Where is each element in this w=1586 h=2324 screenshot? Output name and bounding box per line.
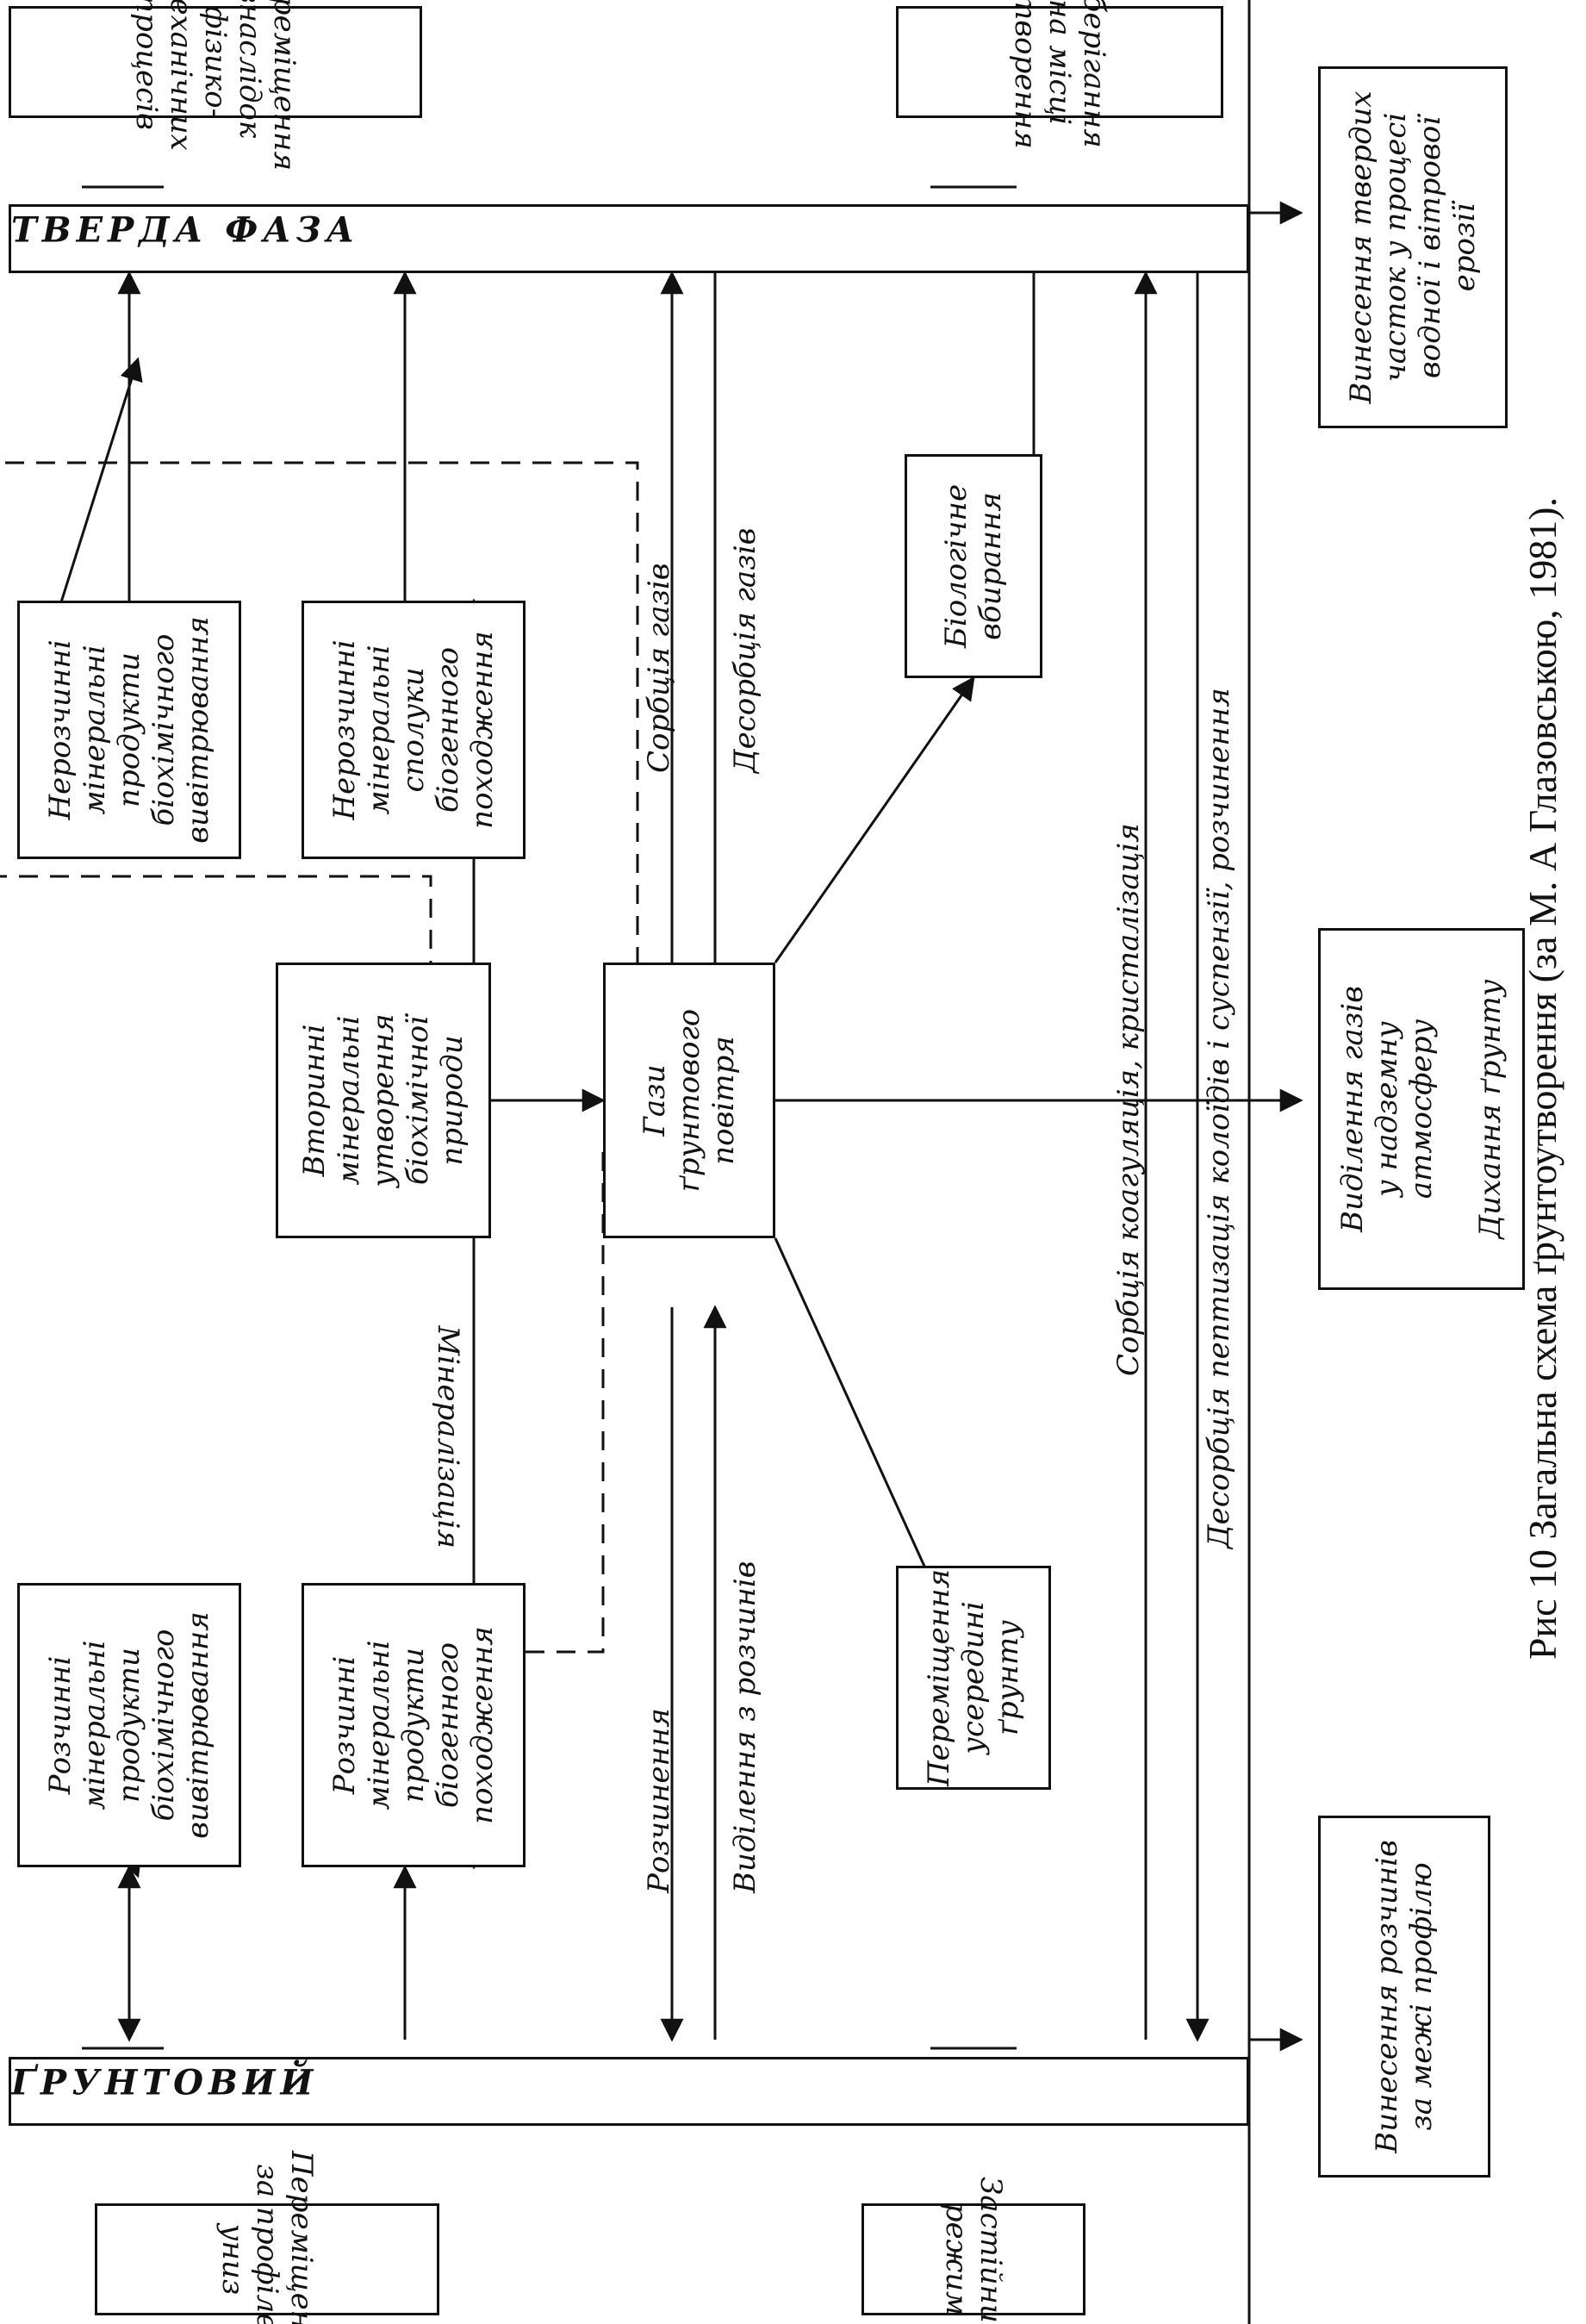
box-insoluble-weathering: Нерозчинні мінеральні продукти біохімічн… [17,601,241,859]
label-mineralization: Мінералізація [431,1325,465,1548]
label-desorption-pept: Десорбція пептизація колоїдів і суспензі… [1202,688,1236,1548]
arrow-gases-bio [774,676,975,963]
box-hydro-regime: Застійний режим [861,2177,1085,2324]
box-stored-in-place: Зберігання на місці утворення [896,0,1223,149]
figure-caption: Рис 10 Загальна схема ґрунтоутворення (з… [1473,0,1577,2324]
box-moved-physmech: Переміщення внаслідок фізико-механічних … [9,0,422,171]
soil-bar: ҐРУНТОВИЙ [9,2057,1249,2126]
box-soluble-biogenic: Розчинні мінеральні продукти біогенного … [302,1583,526,1867]
label-sorption-coag: Сорбція коагуляція, кристалізація [1111,823,1146,1376]
dashed-to-secondary [0,875,432,980]
box-secondary-mineral: Вторинні мінеральні утворення біохімічно… [276,963,491,1238]
box-soluble-weathering: Розчинні мінеральні продукти біохімічног… [17,1583,241,1867]
label-dissolution: Розчинення [642,1708,676,1893]
label-gas-desorption: Десорбція газів [728,527,762,773]
label-release-solution: Виділення з розчинів [728,1561,762,1893]
box-solution-removal: Винесення розчинів за межі профілю [1318,1816,1490,2178]
box-moved-down: Переміщення за профілем униз [95,2151,439,2324]
solid-phase-bar: ТВЕРДА ФАЗА [9,204,1249,273]
box-bio-uptake: Біологічне вбирання [905,454,1042,678]
box-moved-inside-soil: Переміщення усередині ґрунту [896,1566,1051,1790]
box-insoluble-biogenic: Нерозчинні мінеральні сполуки біогенного… [302,601,526,859]
arrow-gases-move [774,1237,950,1620]
box-soil-gases: Гази ґрунтового повітря [603,963,775,1238]
label-gas-sorption: Сорбція газів [642,563,676,773]
caption-text: Рис 10 Загальна схема ґрунтоутворення (з… [1520,496,1564,1660]
dashed-to-gases [0,461,639,1152]
